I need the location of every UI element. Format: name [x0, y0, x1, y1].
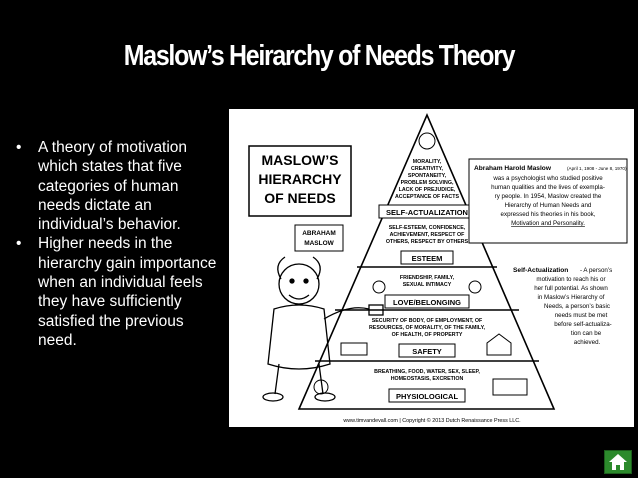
level-label: ESTEEM — [412, 254, 443, 263]
bullet-item: • A theory of motivation which states th… — [14, 138, 224, 234]
bio-dates: (April 1, 1908 - June 8, 1970) — [567, 166, 627, 171]
bullet-item: • Higher needs in the hierarchy gain imp… — [14, 234, 224, 350]
svg-text:PROBLEM SOLVING,: PROBLEM SOLVING, — [401, 180, 454, 186]
bullet-dot: • — [16, 235, 22, 253]
heading-line: OF NEEDS — [264, 190, 336, 206]
family-icon — [468, 280, 482, 294]
svg-text:MORALITY,: MORALITY, — [413, 159, 442, 165]
family-icon — [372, 280, 386, 294]
heading-line: MASLOW’S — [262, 152, 339, 168]
svg-text:ACCEPTANCE OF FACTS: ACCEPTANCE OF FACTS — [395, 194, 460, 200]
portrait-label: ABRAHAM — [302, 230, 336, 237]
pyramid-level-esteem: SELF-ESTEEM, CONFIDENCE, ACHIEVEMENT, RE… — [386, 225, 469, 265]
svg-text:HOMEOSTASIS, EXCRETION: HOMEOSTASIS, EXCRETION — [391, 376, 464, 382]
svg-text:human qualities and the lives: human qualities and the lives of exempla… — [491, 184, 605, 191]
bed-icon — [492, 378, 528, 396]
svg-text:RESOURCES, OF MORALITY, OF THE: RESOURCES, OF MORALITY, OF THE FAMILY, — [369, 325, 486, 331]
heading-line: HIERARCHY — [258, 171, 342, 187]
level-label: LOVE/BELONGING — [393, 298, 461, 307]
svg-text:needs must be met: needs must be met — [555, 312, 608, 319]
svg-text:motivation to reach his or: motivation to reach his or — [536, 276, 605, 283]
heading-box — [248, 145, 352, 217]
svg-text:OTHERS, RESPECT BY OTHERS: OTHERS, RESPECT BY OTHERS — [386, 239, 469, 245]
svg-text:SECURITY OF BODY, OF EMPLOYMEN: SECURITY OF BODY, OF EMPLOYMENT, OF — [372, 318, 483, 324]
portrait-label: MASLOW — [304, 240, 334, 247]
svg-text:achieved.: achieved. — [574, 339, 601, 346]
svg-text:Hierarchy of Human Needs and: Hierarchy of Human Needs and — [505, 202, 592, 209]
svg-text:before self-actualiza-: before self-actualiza- — [554, 321, 611, 328]
pyramid-level-physiological: BREATHING, FOOD, WATER, SEX, SLEEP, HOME… — [313, 369, 528, 403]
svg-text:expressed his theories in his: expressed his theories in his book, — [501, 211, 596, 218]
bullet-text: Higher needs in the hierarchy gain impor… — [38, 235, 217, 349]
pyramid-drawing: MASLOW’S HIERARCHY OF NEEDS ABRAHAM MASL… — [248, 112, 628, 424]
level-label: PHYSIOLOGICAL — [396, 392, 459, 401]
bullet-dot: • — [16, 139, 22, 156]
svg-text:Motivation and Personality.: Motivation and Personality. — [511, 220, 585, 227]
svg-text:SELF-ESTEEM, CONFIDENCE,: SELF-ESTEEM, CONFIDENCE, — [389, 225, 466, 231]
self-actualization-icon — [418, 132, 436, 150]
svg-text:her full potential. As shown: her full potential. As shown — [534, 285, 608, 292]
home-icon — [609, 454, 627, 470]
home-button[interactable] — [604, 450, 632, 474]
svg-text:BREATHING, FOOD, WATER, SEX, S: BREATHING, FOOD, WATER, SEX, SLEEP, — [374, 369, 480, 375]
slide-title: Maslow’s Heirarchy of Needs Theory — [123, 40, 516, 72]
note-term: Self-Actualization — [513, 267, 568, 274]
svg-text:SPONTANEITY,: SPONTANEITY, — [408, 173, 447, 179]
maslow-cartoon-icon — [262, 256, 384, 402]
svg-text:LACK OF PREJUDICE,: LACK OF PREJUDICE, — [399, 187, 456, 193]
svg-text:was a psychologist who studied: was a psychologist who studied positive — [492, 175, 603, 182]
svg-text:ry people. In 1954, Maslow cre: ry people. In 1954, Maslow created the — [495, 193, 602, 200]
bullet-text: A theory of motivation which states that… — [38, 139, 188, 234]
level-label: SAFETY — [412, 347, 442, 356]
pyramid-level-self-actualization: MORALITY, CREATIVITY, SPONTANEITY, PROBL… — [378, 159, 476, 219]
svg-text:ACHIEVEMENT, RESPECT OF: ACHIEVEMENT, RESPECT OF — [390, 232, 466, 238]
maslow-pyramid-illustration: MASLOW’S HIERARCHY OF NEEDS ABRAHAM MASL… — [229, 109, 634, 427]
svg-text:- A person’s: - A person’s — [580, 267, 612, 274]
svg-text:Needs, a person’s basic: Needs, a person’s basic — [544, 303, 610, 310]
svg-text:FRIENDSHIP, FAMILY,: FRIENDSHIP, FAMILY, — [400, 275, 455, 281]
money-icon — [340, 342, 368, 356]
svg-text:tion can be: tion can be — [571, 330, 602, 337]
bio-box: Abraham Harold Maslow (April 1, 1908 - J… — [468, 158, 628, 244]
self-actualization-note: Self-Actualization - A person’s motivati… — [513, 267, 612, 346]
figure-credit: www.timvandevall.com | Copyright © 2013 … — [342, 417, 520, 424]
pyramid-level-safety: SECURITY OF BODY, OF EMPLOYMENT, OF RESO… — [340, 318, 512, 358]
food-icon — [313, 379, 329, 395]
house-icon — [486, 333, 512, 356]
svg-text:SEXUAL INTIMACY: SEXUAL INTIMACY — [403, 282, 452, 288]
level-label: SELF-ACTUALIZATION — [386, 208, 468, 217]
svg-text:in Maslow’s Hierarchy of: in Maslow’s Hierarchy of — [538, 294, 605, 301]
bullet-list: • A theory of motivation which states th… — [14, 138, 224, 350]
portrait-label-box — [294, 224, 344, 252]
svg-text:OF HEALTH, OF PROPERTY: OF HEALTH, OF PROPERTY — [392, 332, 463, 338]
svg-text:CREATIVITY,: CREATIVITY, — [411, 166, 444, 172]
pyramid-level-love-belonging: FRIENDSHIP, FAMILY, SEXUAL INTIMACY LOVE… — [372, 275, 482, 309]
bio-name: Abraham Harold Maslow — [474, 165, 552, 172]
